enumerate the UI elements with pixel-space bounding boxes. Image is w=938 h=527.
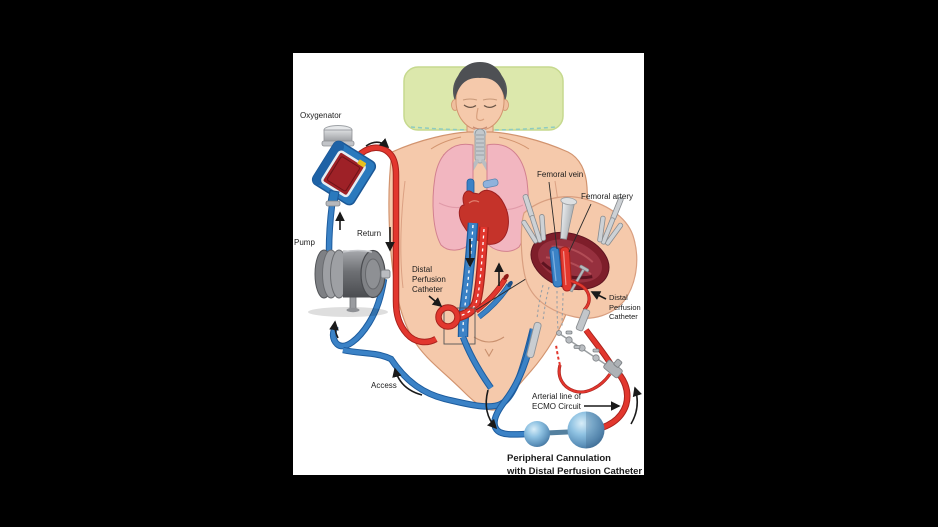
oxygenator-device — [311, 125, 377, 207]
access-label: Access — [371, 381, 397, 390]
arterial-line-line2: ECMO Circuit — [532, 402, 581, 411]
flow-arrow-oxygenator-out — [365, 138, 390, 149]
circuit-sphere-large — [567, 411, 605, 449]
distal-perfusion-left-label: Distal Perfusion Catheter — [412, 265, 446, 295]
return-label: Return — [357, 229, 382, 238]
retractor-left — [521, 194, 547, 244]
dpc-right-line3: Catheter — [609, 312, 638, 321]
oxygenator-label: Oxygenator — [300, 111, 342, 120]
femoral-vein-leader — [548, 181, 558, 250]
return-line-tube — [354, 144, 461, 346]
fittings — [524, 308, 623, 449]
straight-connector — [575, 308, 591, 332]
vessel-dilator-instrument — [569, 264, 590, 293]
dpc-right-pointer-arrow — [590, 291, 607, 300]
distal-perfusion-tube-right — [555, 279, 612, 394]
arterial-cannula-introducer — [560, 197, 578, 240]
ecmo-illustration — [308, 62, 642, 449]
dpc-left-line1: Distal — [412, 265, 433, 274]
femoral-vein-vessel — [549, 246, 563, 288]
arterial-line-label: Arterial line of ECMO Circuit — [532, 392, 581, 412]
stopcock-manifold — [556, 330, 600, 362]
y-connector — [603, 358, 623, 379]
femoral-artery-leader — [568, 203, 592, 253]
pump-label: Pump — [294, 238, 315, 247]
venous-sheath — [526, 321, 542, 359]
pump-device — [308, 249, 391, 317]
flow-arrow-access — [392, 367, 423, 396]
dpc-left-line2: Perfusion — [412, 275, 446, 284]
venous-cannula-segment — [459, 335, 494, 390]
femoral-artery-label: Femoral artery — [581, 192, 634, 201]
femoral-inset — [520, 194, 638, 319]
caption-line2: with Distal Perfusion Catheter — [507, 465, 643, 477]
dpc-right-line1: Distal — [609, 293, 628, 302]
figure-caption: Peripheral Cannulation with Distal Perfu… — [507, 453, 642, 478]
retractor-right — [597, 196, 624, 246]
dpc-left-line3: Catheter — [412, 285, 443, 294]
aorta-ivc-cannulae — [455, 222, 513, 338]
dpc-left-pointer-arrow — [428, 295, 443, 308]
distal-perfusion-right-label: Distal Perfusion Catheter — [609, 293, 641, 322]
hidden-catheter-paths — [536, 284, 564, 330]
patient-head — [451, 62, 509, 152]
femoral-vein-label: Femoral vein — [537, 170, 584, 179]
dpc-right-line2: Perfusion — [609, 302, 641, 312]
flow-arrows — [329, 138, 642, 430]
label-leader-lines — [548, 181, 592, 253]
arterial-line-line1: Arterial line of — [532, 392, 581, 401]
pump-outlet-tube — [329, 278, 388, 350]
oxygenator-body — [311, 140, 377, 206]
figure-panel: Oxygenator Pump Return Access Distal Per… — [293, 53, 644, 478]
femoral-artery-vessel — [559, 246, 573, 292]
sphere-shading — [586, 411, 605, 449]
venous-bottom-loop — [491, 330, 537, 438]
caption-line1: Peripheral Cannulation — [507, 453, 611, 464]
circuit-sphere-small — [524, 421, 550, 447]
flow-arrow-pump-loop — [329, 320, 339, 339]
flow-arrow-bottom-right — [630, 386, 642, 425]
oxygenator-pump-tube — [325, 204, 336, 252]
flow-arrow-bottom-left — [485, 389, 498, 430]
